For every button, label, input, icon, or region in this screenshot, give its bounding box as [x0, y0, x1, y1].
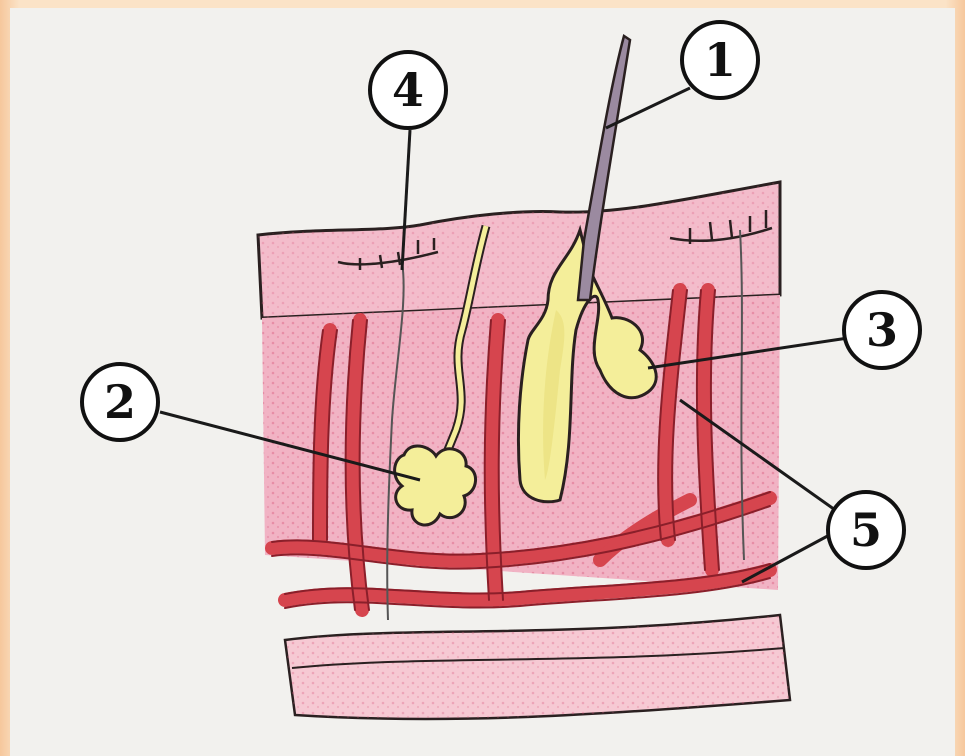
- callout-1: 1: [682, 22, 758, 98]
- callout-5-text: 5: [850, 503, 882, 557]
- callout-4: 4: [370, 52, 446, 128]
- callout-3: 3: [844, 292, 920, 368]
- callout-4-text: 4: [392, 63, 424, 117]
- callout-2: 2: [82, 364, 158, 440]
- callout-1-text: 1: [704, 33, 736, 87]
- callout-5: 5: [828, 492, 904, 568]
- callout-2-text: 2: [104, 375, 136, 429]
- callout-3-text: 3: [866, 303, 898, 357]
